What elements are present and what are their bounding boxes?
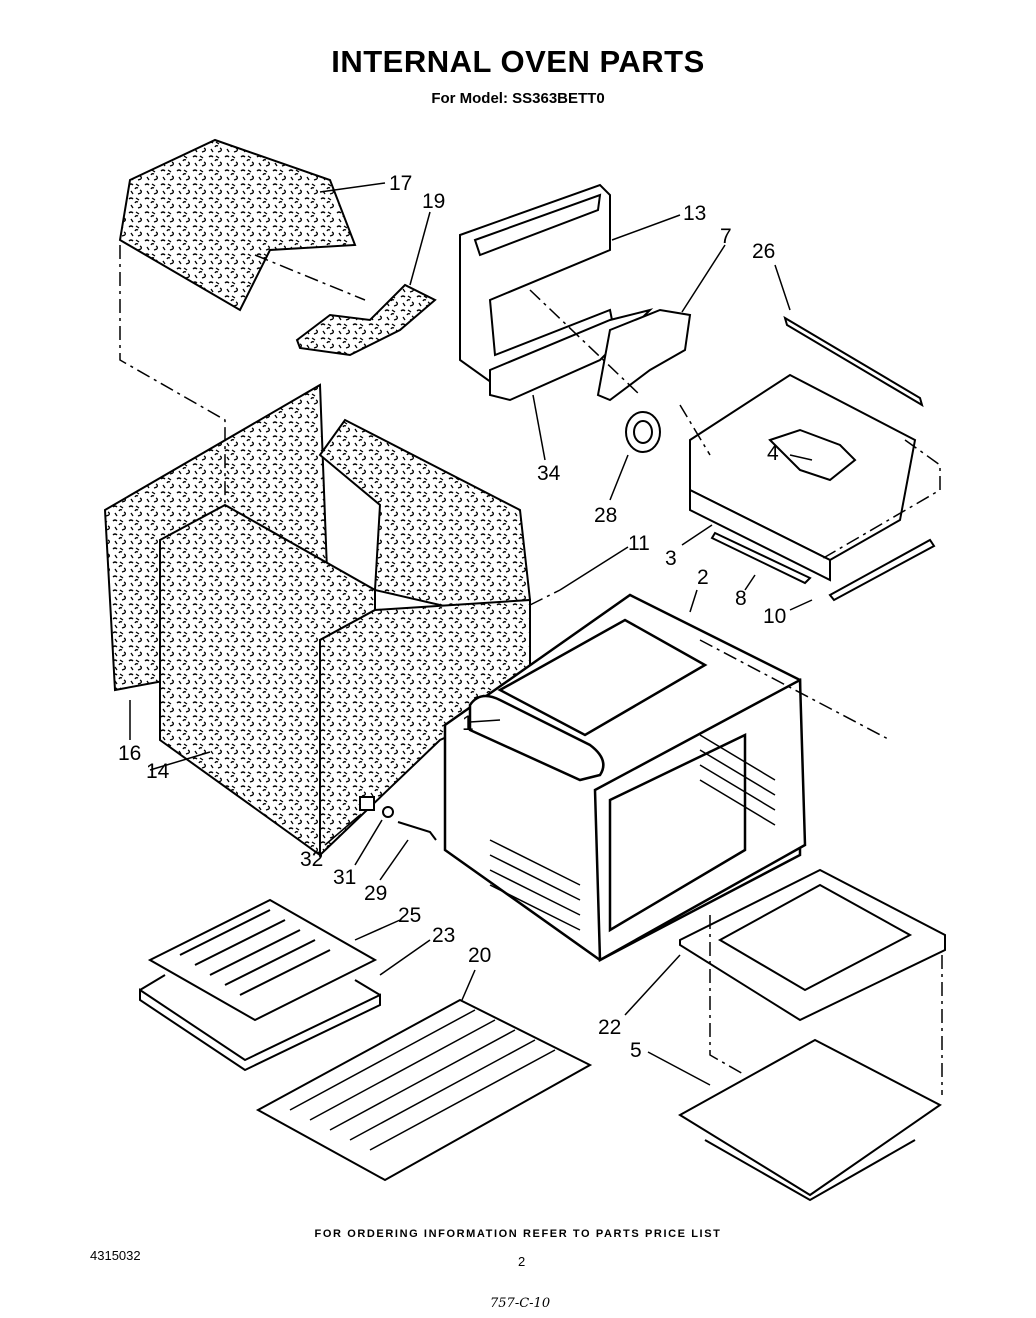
fasteners-29-31-32 (359, 796, 437, 841)
callout-13: 13 (683, 202, 706, 225)
callout-20: 20 (468, 944, 491, 967)
leader-lines (129, 182, 813, 1086)
document-number: 4315032 (90, 1248, 141, 1263)
part-22-bottom-frame (679, 868, 946, 1022)
part-25-broil-grid (147, 898, 378, 1022)
ordering-info: FOR ORDERING INFORMATION REFER TO PARTS … (314, 1228, 722, 1240)
page-title: INTERNAL OVEN PARTS (331, 44, 705, 79)
callout-22: 22 (598, 1016, 621, 1039)
part-19-insulation-pad (295, 283, 437, 357)
part-14-wrap-insulation (159, 418, 532, 858)
callout-17: 17 (389, 172, 412, 195)
callout-1: 1 (462, 712, 474, 735)
callout-11: 11 (628, 532, 650, 555)
callout-4: 4 (767, 442, 779, 465)
callout-25: 25 (398, 904, 421, 927)
part-26-strip (783, 315, 924, 408)
part-2-oven-cavity (443, 593, 807, 963)
callout-10: 10 (763, 605, 786, 628)
callout-28: 28 (594, 504, 617, 527)
callout-8: 8 (735, 587, 747, 610)
part-28-fan-ring (625, 411, 661, 453)
callout-3: 3 (665, 547, 677, 570)
callout-34: 34 (537, 462, 561, 485)
part-23-broil-pan (139, 974, 381, 1072)
handwritten-note: 757-C-10 (490, 1296, 551, 1311)
callout-16: 16 (118, 742, 141, 765)
callout-23: 23 (432, 924, 455, 947)
callout-14: 14 (146, 760, 170, 783)
part-17-top-insulation (118, 138, 357, 312)
part-8-10-gaskets (710, 531, 936, 602)
callout-5: 5 (630, 1039, 642, 1062)
part-3-heater-cover (689, 373, 917, 582)
alignment-lines (119, 245, 943, 1095)
callout-7: 7 (720, 225, 732, 248)
page-number: 2 (518, 1254, 526, 1269)
part-20-oven-rack (255, 998, 593, 1182)
callout-32: 32 (300, 848, 323, 871)
callout-31: 31 (333, 866, 356, 889)
part-5-bottom-pan (678, 1038, 942, 1202)
callout-29: 29 (364, 882, 387, 905)
callout-19: 19 (422, 190, 445, 213)
model-subtitle: For Model: SS363BETT0 (431, 90, 605, 107)
callout-26: 26 (752, 240, 775, 263)
part-7-duct (596, 308, 692, 402)
callout-2: 2 (697, 566, 709, 589)
